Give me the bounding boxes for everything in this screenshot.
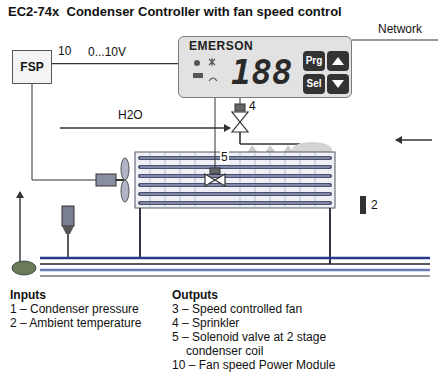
water-label: H2O	[118, 108, 143, 122]
brand-name: EMERSON	[189, 39, 253, 53]
network-label: Network	[378, 22, 422, 36]
list-heading: Outputs	[172, 288, 218, 302]
callout-number: 5	[220, 150, 229, 164]
signal-wire	[52, 63, 178, 64]
list-item: 3 – Speed controlled fan	[172, 302, 302, 316]
callout-number: 4	[249, 99, 256, 113]
button-label: Prg	[303, 51, 325, 71]
list-item: 2 – Ambient temperature	[10, 316, 141, 330]
list-item: 4 – Sprinkler	[172, 316, 239, 330]
list-item: 1 – Condenser pressure	[10, 302, 139, 316]
signal-label: 0...10V	[88, 45, 126, 59]
box-label: FSP	[20, 60, 43, 74]
terminal-number: 10	[58, 44, 71, 58]
diagram-title: EC2-74x Condenser Controller with fan sp…	[8, 4, 342, 20]
display-digits: 188	[231, 52, 292, 92]
list-heading: Inputs	[10, 288, 46, 302]
callout-number: 2	[371, 198, 378, 212]
controller-display: EMERSON188 PrgSel	[178, 36, 352, 98]
button-label: Sel	[303, 74, 325, 94]
fan-speed-module-box: FSP	[12, 50, 52, 84]
list-item: 5 – Solenoid valve at 2 stage condenser …	[172, 330, 376, 358]
list-item: 10 – Fan speed Power Module	[172, 358, 335, 372]
